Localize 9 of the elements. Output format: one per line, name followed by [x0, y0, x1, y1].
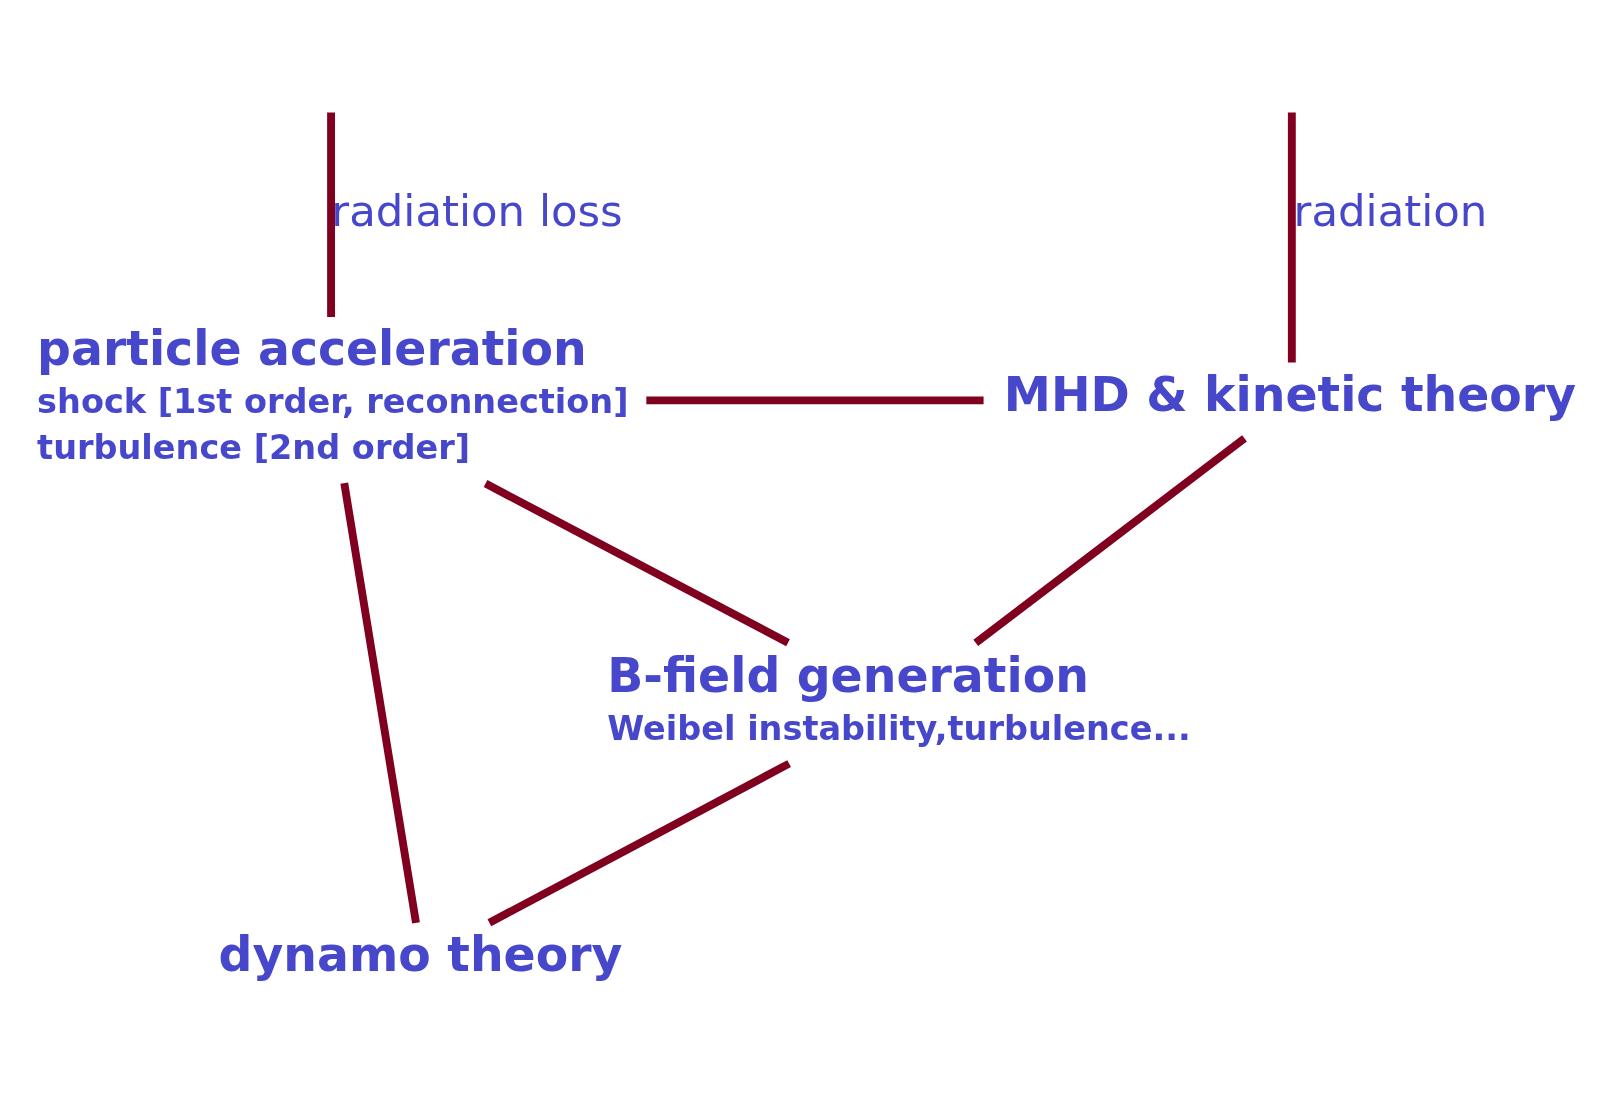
- node-text: dynamo theory: [218, 926, 623, 982]
- node-text: B-field generation Weibel instability,turbulence...: [607, 647, 1191, 748]
- edge-label: radiation: [1293, 185, 1488, 236]
- connector: [487, 759, 791, 926]
- edge-label: radiation loss: [331, 185, 623, 236]
- connector: [483, 479, 790, 646]
- connector: [973, 434, 1247, 646]
- node-text: particle acceleration shock [1st order, reconnection] turbulence [2nd order]: [37, 320, 629, 467]
- node-text: MHD & kinetic theory: [1003, 366, 1577, 422]
